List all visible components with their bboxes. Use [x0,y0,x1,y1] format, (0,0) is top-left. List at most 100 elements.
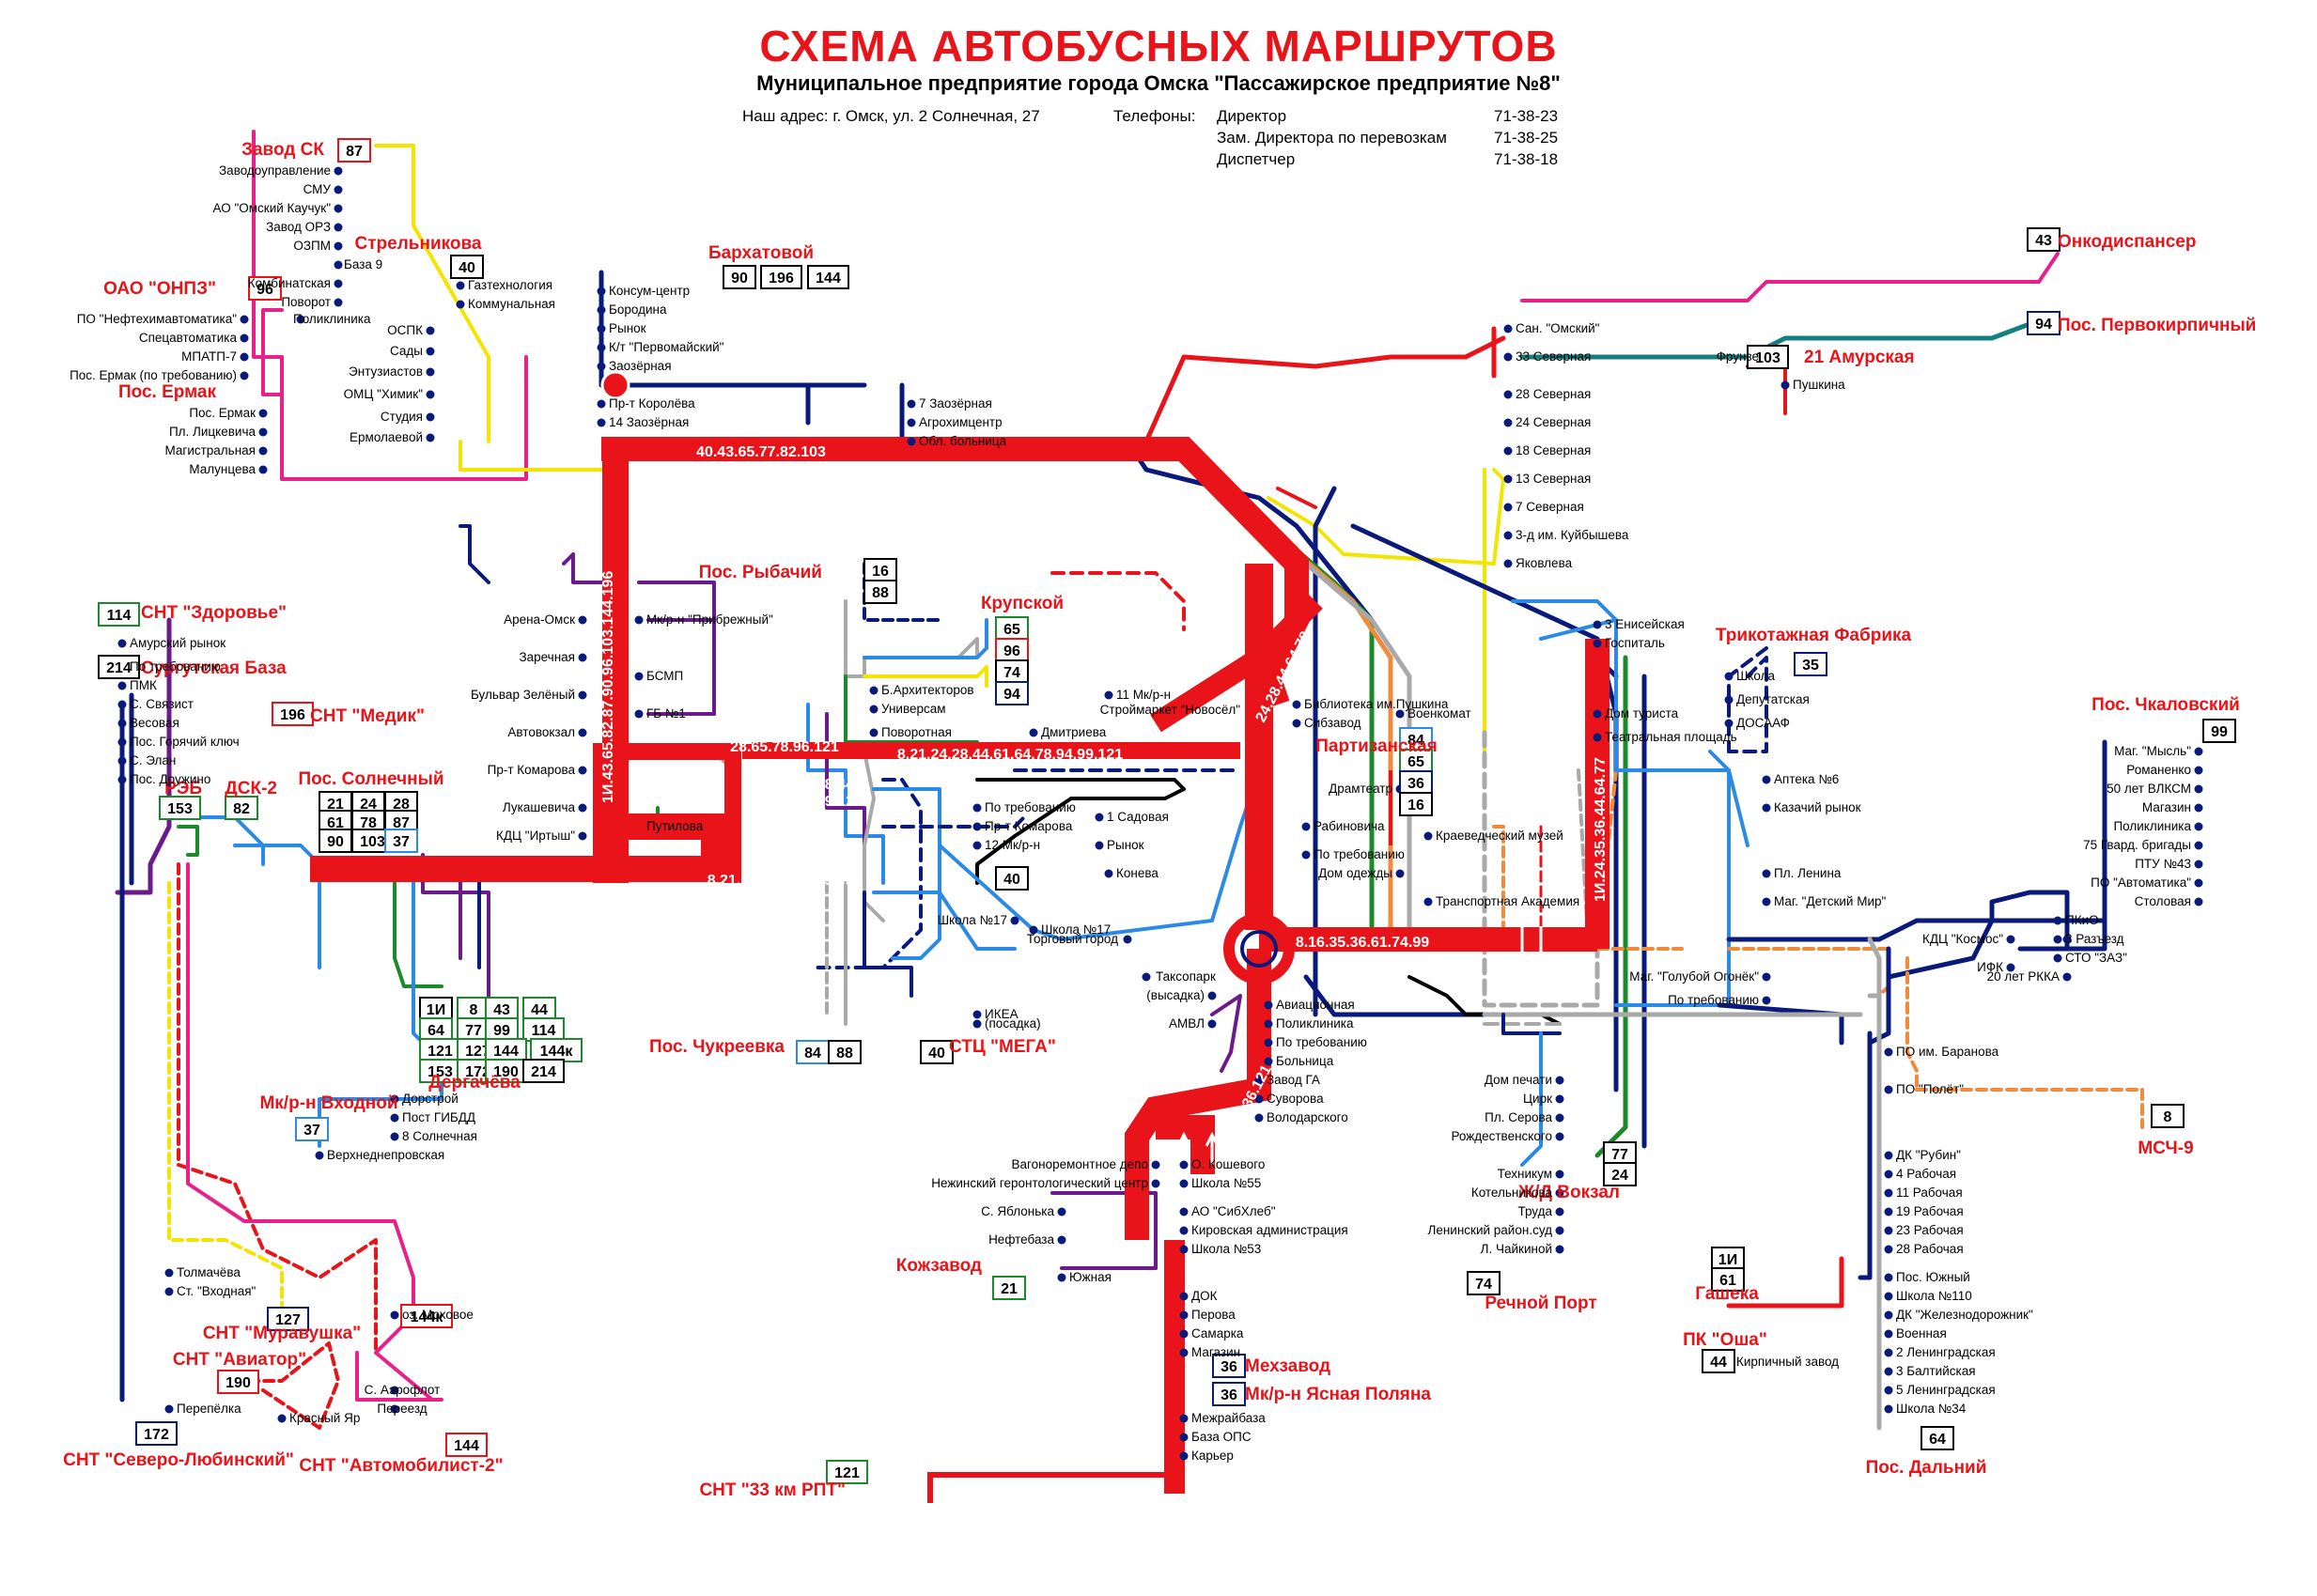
district-name: Пос. Рыбачий [699,563,822,582]
route-box-number: 64 [428,1023,444,1039]
trunk-label: 8.21.24.28.44.61.64.78.94.99.121 [897,747,1123,763]
route-line-yellow-dash-1 [167,881,284,1326]
stop-name: Поворот [281,295,331,309]
stop-name: БСМП [646,669,683,683]
route-line-purple-4 [562,552,603,584]
stop-name: С. Яблонька [981,1204,1054,1218]
stop-name: С. Связист [130,697,194,711]
route-line-navy-10 [1886,890,2070,980]
route-box-number: 114 [107,608,132,624]
route-line-gray-dash-1 [1482,730,1600,1008]
stop-name: ПО "Автоматика" [2091,875,2191,890]
route-box-number: 103 [1755,350,1781,366]
stop-dot [1503,352,1513,362]
stop-dot [1179,1160,1189,1170]
route-line-green-4 [393,862,443,988]
route-box [419,1059,461,1083]
stop-dot [1264,1000,1273,1010]
route-box [723,265,756,289]
stop-dot [334,279,343,288]
stop-name: Ленинский район.суд [1427,1223,1552,1237]
stop-name: ПО им. Баранова [1896,1045,1999,1059]
route-line-red-dash-4 [1050,571,1186,631]
route-box-number: 94 [1003,687,1020,703]
route-box-number: 44 [531,1002,548,1018]
stop-dot [597,362,606,371]
phone-role-1: Директор [1217,107,1287,125]
stop-dot [240,371,249,380]
stop-dot [1292,700,1301,709]
stop-name: Красный Яр [289,1411,360,1425]
stop-name: Школа №53 [1191,1242,1261,1256]
route-box [1920,1426,1954,1450]
stop-name: Лукашевича [503,800,576,814]
route-box-number: 74 [1003,665,1020,681]
north-ring [600,370,630,400]
route-line-orange-dash-4 [1905,956,1919,1092]
stop-name: 7 Заозёрная [919,396,992,411]
route-box-number: 87 [346,144,363,160]
route-box-number: 196 [769,271,794,287]
stop-name: Дмитриева [1041,725,1107,739]
stop-dot [334,298,343,307]
stop-name: По требованию [130,659,221,674]
stop-dot [2053,935,2062,944]
route-box [1603,1141,1637,1166]
phone-number-3: 71-38-18 [1494,150,1559,168]
route-box-number: 88 [872,585,889,601]
route-box-number: 8 [2164,1109,2172,1125]
stop-name: ПТУ №43 [2135,857,2191,871]
route-line-blue-6 [177,815,265,866]
route-line-orange-dash-2 [1595,768,1684,951]
stop-name: 4 Рабочая [1896,1167,1956,1181]
trunk-south-block [1156,1115,1215,1174]
stop-dot [578,615,587,625]
stop-dot [869,728,879,737]
stop-dot [1884,1245,1893,1254]
stop-name: КДЦ "Космос" [1922,932,2003,946]
route-box-number: 144 [816,271,841,287]
route-box-number: 121 [428,1044,453,1060]
central-ring [600,370,1295,984]
stop-name: Верхнеднепровская [327,1148,444,1162]
stop-dot [1301,822,1311,831]
stop-name: Сады [390,344,423,358]
route-box-number: 37 [393,834,410,850]
stop-dot [597,287,606,296]
route-box-number: 153 [167,801,193,817]
stop-name: ДК "Рубин" [1896,1148,1961,1162]
stop-name: Фрунзе [1717,349,1759,364]
stop-name: ДОК [1191,1289,1218,1303]
route-box-number: 84 [804,1046,821,1061]
route-box-number: 88 [836,1046,853,1061]
stop-dot [869,705,879,714]
stop-name: Толмачёва [177,1265,241,1279]
stop-dot [1029,925,1038,935]
district-name: ОАО "ОНПЗ" [103,279,216,299]
stop-dot [907,399,916,409]
route-line-navy-13 [1717,1002,1844,1046]
route-box-number: 172 [144,1427,169,1443]
stop-dot [1593,709,1602,719]
stop-name: Самарка [1191,1326,1244,1340]
stop-name: Заречная [519,650,575,664]
district-name: Партизанская [1315,736,1438,756]
stop-name: СМУ [303,182,332,196]
district-name: Сургутская База [141,659,287,678]
stop-dot [164,1268,174,1278]
stop-dot [1884,1273,1893,1282]
district-name: Мк/р-н Входной [259,1093,397,1113]
route-box [248,276,282,301]
route-box [1603,1162,1637,1186]
route-box [1399,770,1433,795]
route-box-number: 1И [427,1002,445,1018]
stop-dot [1179,1292,1189,1301]
route-line-pink-5 [186,862,434,1402]
stop-dot [1884,1170,1893,1179]
stop-name: Спецавтоматика [139,331,238,345]
stop-dot [1179,1414,1189,1423]
trunk-label: 40.43.65.77.82.103 [696,444,826,460]
stop-dot [334,204,343,213]
stop-name: Перепёлка [177,1402,241,1416]
district-name: Пос. Чкаловский [2092,695,2240,715]
